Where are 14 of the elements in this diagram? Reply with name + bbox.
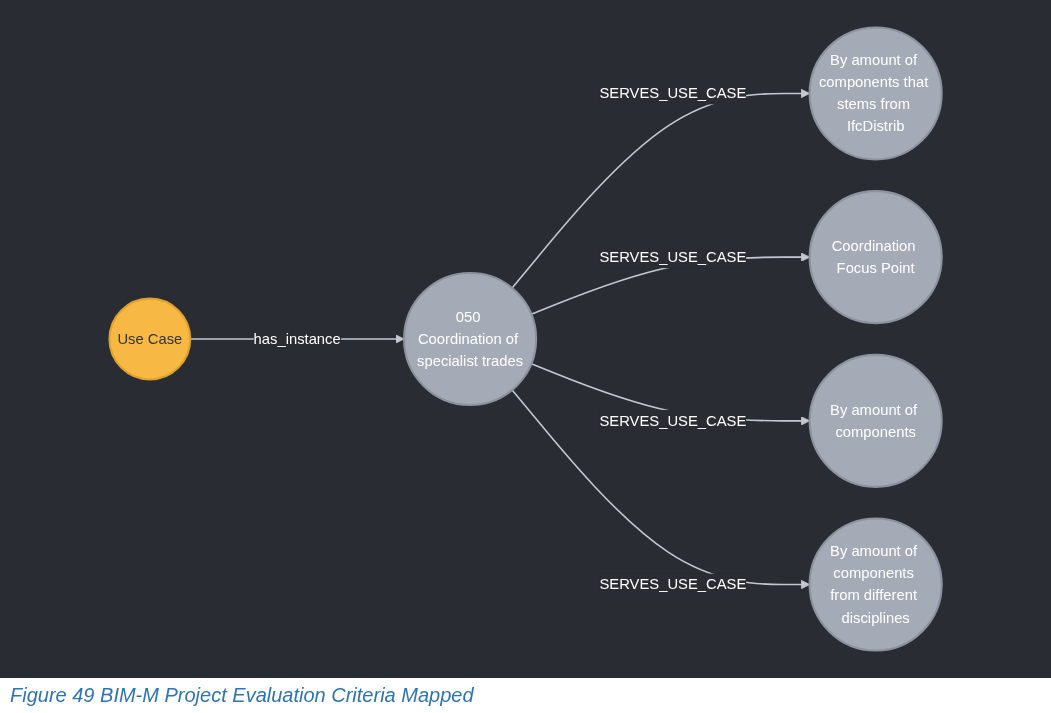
node-circle: By amount of components that stems from IfcDistrib [808, 26, 943, 161]
node-circle: By amount of components [808, 353, 943, 488]
node-circle: Use Case [108, 297, 192, 381]
figure-caption: Figure 49 BIM-M Project Evaluation Criteria Mapped [9, 683, 475, 708]
edge-label: SERVES_USE_CASE [599, 84, 747, 102]
edge-label: has_instance [253, 330, 341, 347]
edge-label: SERVES_USE_CASE [599, 411, 747, 429]
node-circle: Coordination Focus Point [808, 190, 943, 325]
arrow [511, 88, 810, 289]
edge-label: SERVES_USE_CASE [599, 575, 747, 593]
node-circle: By amount of components from different disciplines [808, 517, 943, 652]
edge-label: SERVES_USE_CASE [599, 248, 747, 266]
node-circle: 050 Coordination of specialist trades [402, 271, 538, 407]
arrow [511, 389, 810, 590]
